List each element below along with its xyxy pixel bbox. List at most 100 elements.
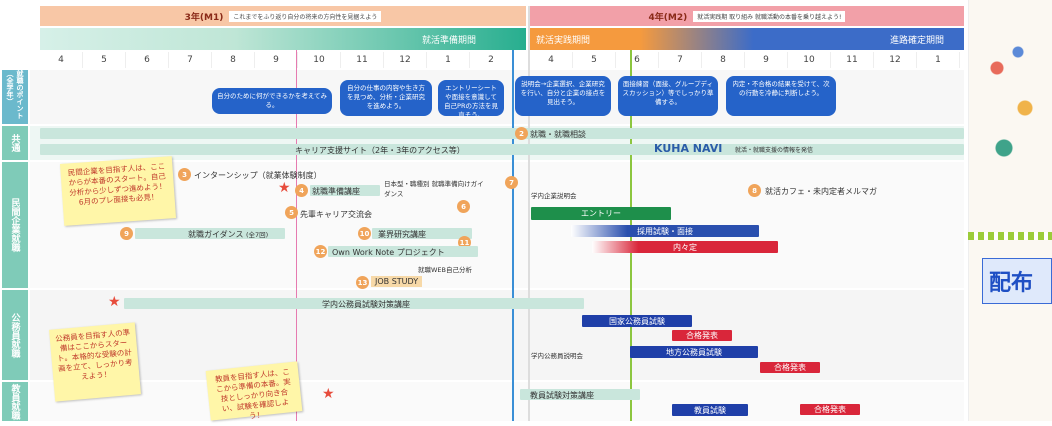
common-consult-bar bbox=[40, 128, 964, 139]
cat-points: 就職のポイント（全学年） bbox=[2, 70, 28, 124]
circle-6: 7 bbox=[505, 176, 518, 189]
year4-note: 就活実践期 取り組み 就職活動の本番を乗り越えよう! bbox=[693, 10, 846, 22]
circle-8: 9 bbox=[120, 227, 133, 240]
local-label: 地方公務員試験 bbox=[666, 347, 722, 357]
circle-5: 6 bbox=[457, 200, 470, 213]
month-3-3: 6 bbox=[126, 52, 169, 68]
cafe-label: 就活カフェ・未内定者メルマガ bbox=[765, 187, 877, 196]
guidance-bar bbox=[135, 228, 285, 239]
circle-1: 2 bbox=[515, 127, 528, 140]
national-label: 国家公務員試験 bbox=[609, 316, 665, 326]
circle-3: 4 bbox=[295, 184, 308, 197]
public-course-bar bbox=[124, 298, 584, 309]
circle-11: 12 bbox=[314, 245, 327, 258]
cat-common: 共通 bbox=[2, 126, 28, 160]
note-private: 民間企業を目指す人は、ここからが本番のスタート。自己分析から少しずつ進めよう！6… bbox=[59, 156, 177, 226]
teacher-exam-label: 教員試験 bbox=[694, 405, 726, 415]
row-teacher-bg bbox=[30, 382, 964, 421]
side-stripe bbox=[968, 232, 1052, 240]
month-3-1: 4 bbox=[40, 52, 83, 68]
month-4-7: 10 bbox=[788, 52, 831, 68]
month-4-3: 6 bbox=[616, 52, 659, 68]
guidance-label: 就職ガイダンス bbox=[188, 230, 244, 239]
public-star: ★ bbox=[108, 294, 121, 310]
prep-label: 就職準備講座 bbox=[312, 187, 360, 196]
phase-active: 就活実践期間 bbox=[530, 28, 640, 50]
phase-prep-label: 就活準備期間 bbox=[421, 35, 476, 46]
line-blue bbox=[512, 50, 514, 421]
point-box-1: 自分のために何ができるかを考えてみる。 bbox=[212, 88, 332, 114]
year3-note: これまでをふり返り自分の将来の方向性を見据えよう bbox=[229, 10, 382, 22]
month-4-8: 11 bbox=[831, 52, 874, 68]
cat-private: 民間企業就職 bbox=[2, 162, 28, 288]
common-site-bar bbox=[40, 144, 964, 155]
circle-12: 13 bbox=[356, 276, 369, 289]
teacher-course-label: 教員試験対策講座 bbox=[530, 391, 594, 400]
distribute-box: 配布 bbox=[982, 258, 1052, 304]
month-4-10: 1 bbox=[917, 52, 960, 68]
public-campus-label: 学内公務員説明会 bbox=[531, 352, 583, 360]
entry-bar: エントリー bbox=[531, 207, 671, 220]
month-3-9: 12 bbox=[384, 52, 427, 68]
phase-decide-label: 進路確定期間 bbox=[889, 35, 944, 46]
circle-4: 5 bbox=[285, 206, 298, 219]
own-label: Own Work Note プロジェクト bbox=[332, 248, 445, 257]
month-4-5: 8 bbox=[702, 52, 745, 68]
circle-9: 10 bbox=[358, 227, 371, 240]
point-box-4: 説明会→企業選択、企業研究を行い、自分と企業の接点を見出そう。 bbox=[515, 76, 611, 116]
point-box-2: 自分の仕事の内容や生き方を見つめ、分析・企業研究を進めよう。 bbox=[340, 80, 432, 116]
teacher-course-bar bbox=[520, 389, 640, 400]
local-bar: 地方公務員試験 bbox=[630, 346, 758, 358]
prep-bar bbox=[310, 185, 380, 196]
cat-teacher: 教員就職 bbox=[2, 382, 28, 421]
year4-header: 4年(M2) 就活実践期 取り組み 就職活動の本番を乗り越えよう! bbox=[530, 6, 964, 26]
year3-label: 3年(M1) bbox=[184, 12, 224, 23]
public-course-label: 学内公務員試験対策講座 bbox=[322, 300, 410, 309]
common-site-label: キャリア支援サイト（2年・3年のアクセス等） bbox=[295, 146, 465, 155]
teacher-star: ★ bbox=[322, 386, 335, 402]
circle-7: 8 bbox=[748, 184, 761, 197]
web-label: 就職WEB自己分析 bbox=[418, 266, 472, 274]
month-3-7: 10 bbox=[298, 52, 341, 68]
phase-prep: 就活準備期間 bbox=[40, 28, 526, 50]
note-teacher: 教員を目指す人は、ここから準備の本番。実技としっかり向き合い、試験を確認しよう！ bbox=[205, 361, 303, 421]
research-label: 業界研究講座 bbox=[378, 230, 426, 239]
point-box-3: エントリーシートや面接を意識して自己PRの方法を見直そう。 bbox=[438, 80, 504, 119]
month-3-8: 11 bbox=[341, 52, 384, 68]
national-bar: 国家公務員試験 bbox=[582, 315, 692, 327]
point-box-5: 面接練習（面接、グループディスカッション）等でしっかり準備する。 bbox=[618, 76, 718, 116]
phase-decide: 進路確定期間 bbox=[640, 28, 964, 50]
own-bar bbox=[328, 246, 478, 257]
circle-2: 3 bbox=[178, 168, 191, 181]
campus-fair-label: 学内企業説明会 bbox=[531, 192, 577, 200]
line-pink bbox=[296, 50, 297, 421]
offer-bar: 内々定 bbox=[592, 241, 778, 253]
selection-bar: 採用試験・面接 bbox=[571, 225, 759, 237]
national-result-bar: 合格発表 bbox=[672, 330, 732, 341]
kuha-navi-logo: KUHA NAVI bbox=[654, 142, 723, 155]
internship-label: インターンシップ（就業体験制度） bbox=[194, 171, 322, 180]
alumni-label: 先輩キャリア交流会 bbox=[300, 210, 372, 219]
local-result-label: 合格発表 bbox=[774, 363, 806, 372]
month-4-4: 7 bbox=[659, 52, 702, 68]
national-result-label: 合格発表 bbox=[686, 331, 718, 340]
circle-10: 11 bbox=[458, 236, 471, 249]
flower-illustration bbox=[976, 20, 1046, 180]
month-3-11: 2 bbox=[470, 52, 513, 68]
month-3-2: 5 bbox=[83, 52, 126, 68]
month-3-10: 1 bbox=[427, 52, 470, 68]
month-3-4: 7 bbox=[169, 52, 212, 68]
divider-year bbox=[528, 6, 530, 421]
month-4-2: 5 bbox=[573, 52, 616, 68]
offer-label: 内々定 bbox=[673, 242, 697, 252]
teacher-exam-bar: 教員試験 bbox=[672, 404, 748, 416]
internship-star: ★ bbox=[278, 180, 291, 196]
teacher-result-label: 合格発表 bbox=[814, 405, 846, 414]
month-3-6: 9 bbox=[255, 52, 298, 68]
local-result-bar: 合格発表 bbox=[760, 362, 820, 373]
month-4-1: 4 bbox=[530, 52, 573, 68]
common-navi-label: 就活・就職支援の情報を発信 bbox=[735, 147, 814, 154]
common-consult-label: 就職・就職相談 bbox=[530, 130, 586, 139]
distribute-label: 配布 bbox=[989, 271, 1034, 296]
research-bar bbox=[372, 228, 472, 239]
